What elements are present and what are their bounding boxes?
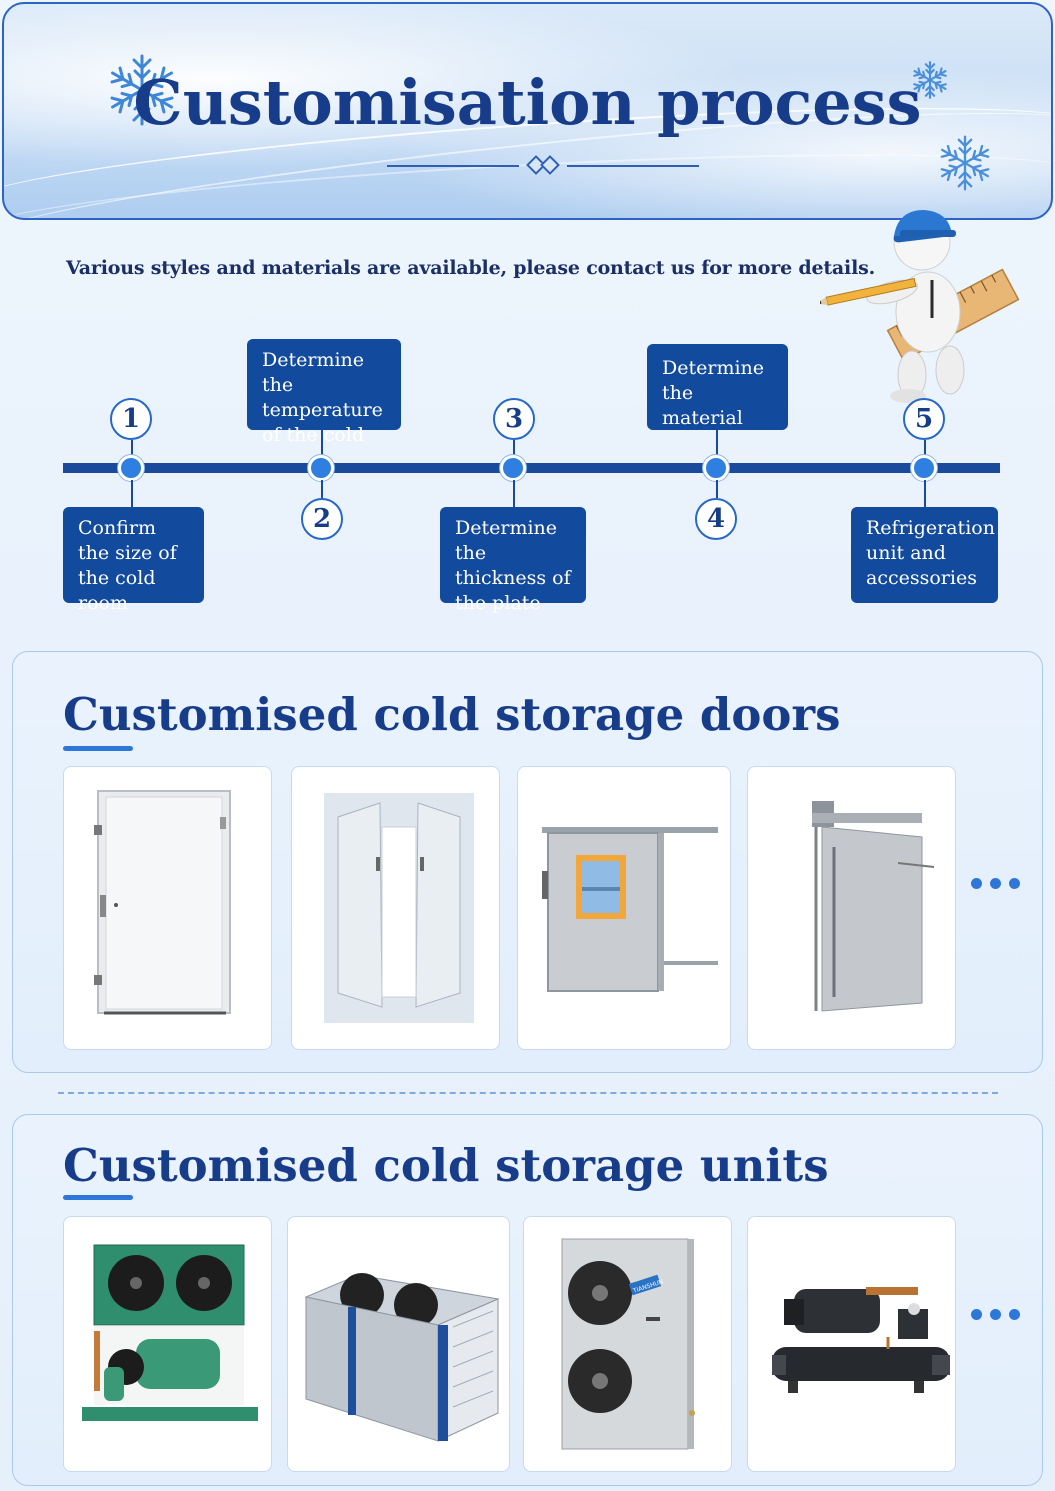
- unit-card-screw[interactable]: [747, 1216, 956, 1472]
- timeline-dot: [308, 455, 334, 481]
- doors-panel: Customised cold storage doors: [12, 651, 1043, 1073]
- step-label: Determine the material: [647, 344, 788, 430]
- more-doors-icon[interactable]: [971, 878, 1020, 889]
- step-label: Refrigeration unit and accessories: [851, 507, 998, 603]
- section-divider: [58, 1092, 998, 1094]
- box-type-unit-image: [304, 1273, 500, 1442]
- sliding-window-door-image: [542, 827, 718, 992]
- step-number: 3: [493, 398, 535, 440]
- door-card-sliding-steel[interactable]: [747, 766, 956, 1050]
- step-number: 5: [903, 398, 945, 440]
- step-connector: [513, 480, 515, 507]
- more-units-icon[interactable]: [971, 1309, 1020, 1320]
- page-title: Customisation process: [133, 66, 922, 139]
- step-connector: [131, 480, 133, 507]
- timeline-dot: [500, 455, 526, 481]
- step-connector: [716, 480, 718, 498]
- section-underline: [63, 746, 133, 751]
- step-connector: [924, 440, 926, 468]
- timeline-dot: [118, 455, 144, 481]
- step-label: Confirm the size of the cold room: [63, 507, 204, 614]
- unit-card-green[interactable]: [63, 1216, 272, 1472]
- step-connector: [321, 480, 323, 498]
- step-number: 2: [301, 498, 343, 540]
- step-connector: [131, 440, 133, 468]
- step-connector: [513, 440, 515, 468]
- hinged-door-image: [94, 790, 231, 1015]
- intro-text: Various styles and materials are availab…: [66, 257, 875, 279]
- inverter-outdoor-unit-image: TIANSHUN: [561, 1238, 695, 1450]
- sliding-steel-door-image: [812, 801, 935, 1012]
- unit-card-inverter[interactable]: TIANSHUN: [523, 1216, 732, 1472]
- screw-compressor-unit-image: [772, 1287, 950, 1393]
- door-card-hinged[interactable]: [63, 766, 272, 1050]
- snowflake-icon: [107, 54, 177, 126]
- step-label: Determine the thickness of the plate: [440, 507, 586, 614]
- title-divider: [387, 155, 699, 175]
- units-panel: Customised cold storage units: [12, 1114, 1043, 1486]
- engineer-mascot-icon: [820, 210, 1020, 403]
- green-condensing-unit-image: [82, 1244, 258, 1421]
- step-label: Determine the temperature of the cold: [247, 339, 401, 446]
- step-connector: [321, 430, 323, 466]
- doors-section-title: Customised cold storage doors: [63, 688, 841, 741]
- section-underline: [63, 1195, 133, 1200]
- timeline-bar: [63, 463, 1000, 473]
- unit-card-box[interactable]: [287, 1216, 510, 1472]
- double-door-image: [324, 793, 474, 1023]
- door-card-sliding-window[interactable]: [517, 766, 731, 1050]
- header-banner: Customisation process: [2, 2, 1053, 220]
- step-connector: [924, 480, 926, 507]
- timeline-dot: [911, 455, 937, 481]
- units-section-title: Customised cold storage units: [63, 1139, 829, 1192]
- door-card-double[interactable]: [291, 766, 500, 1050]
- step-number: 4: [695, 498, 737, 540]
- snowflake-icon: [937, 135, 993, 191]
- timeline-dot: [703, 455, 729, 481]
- step-connector: [716, 430, 718, 466]
- step-number: 1: [110, 398, 152, 440]
